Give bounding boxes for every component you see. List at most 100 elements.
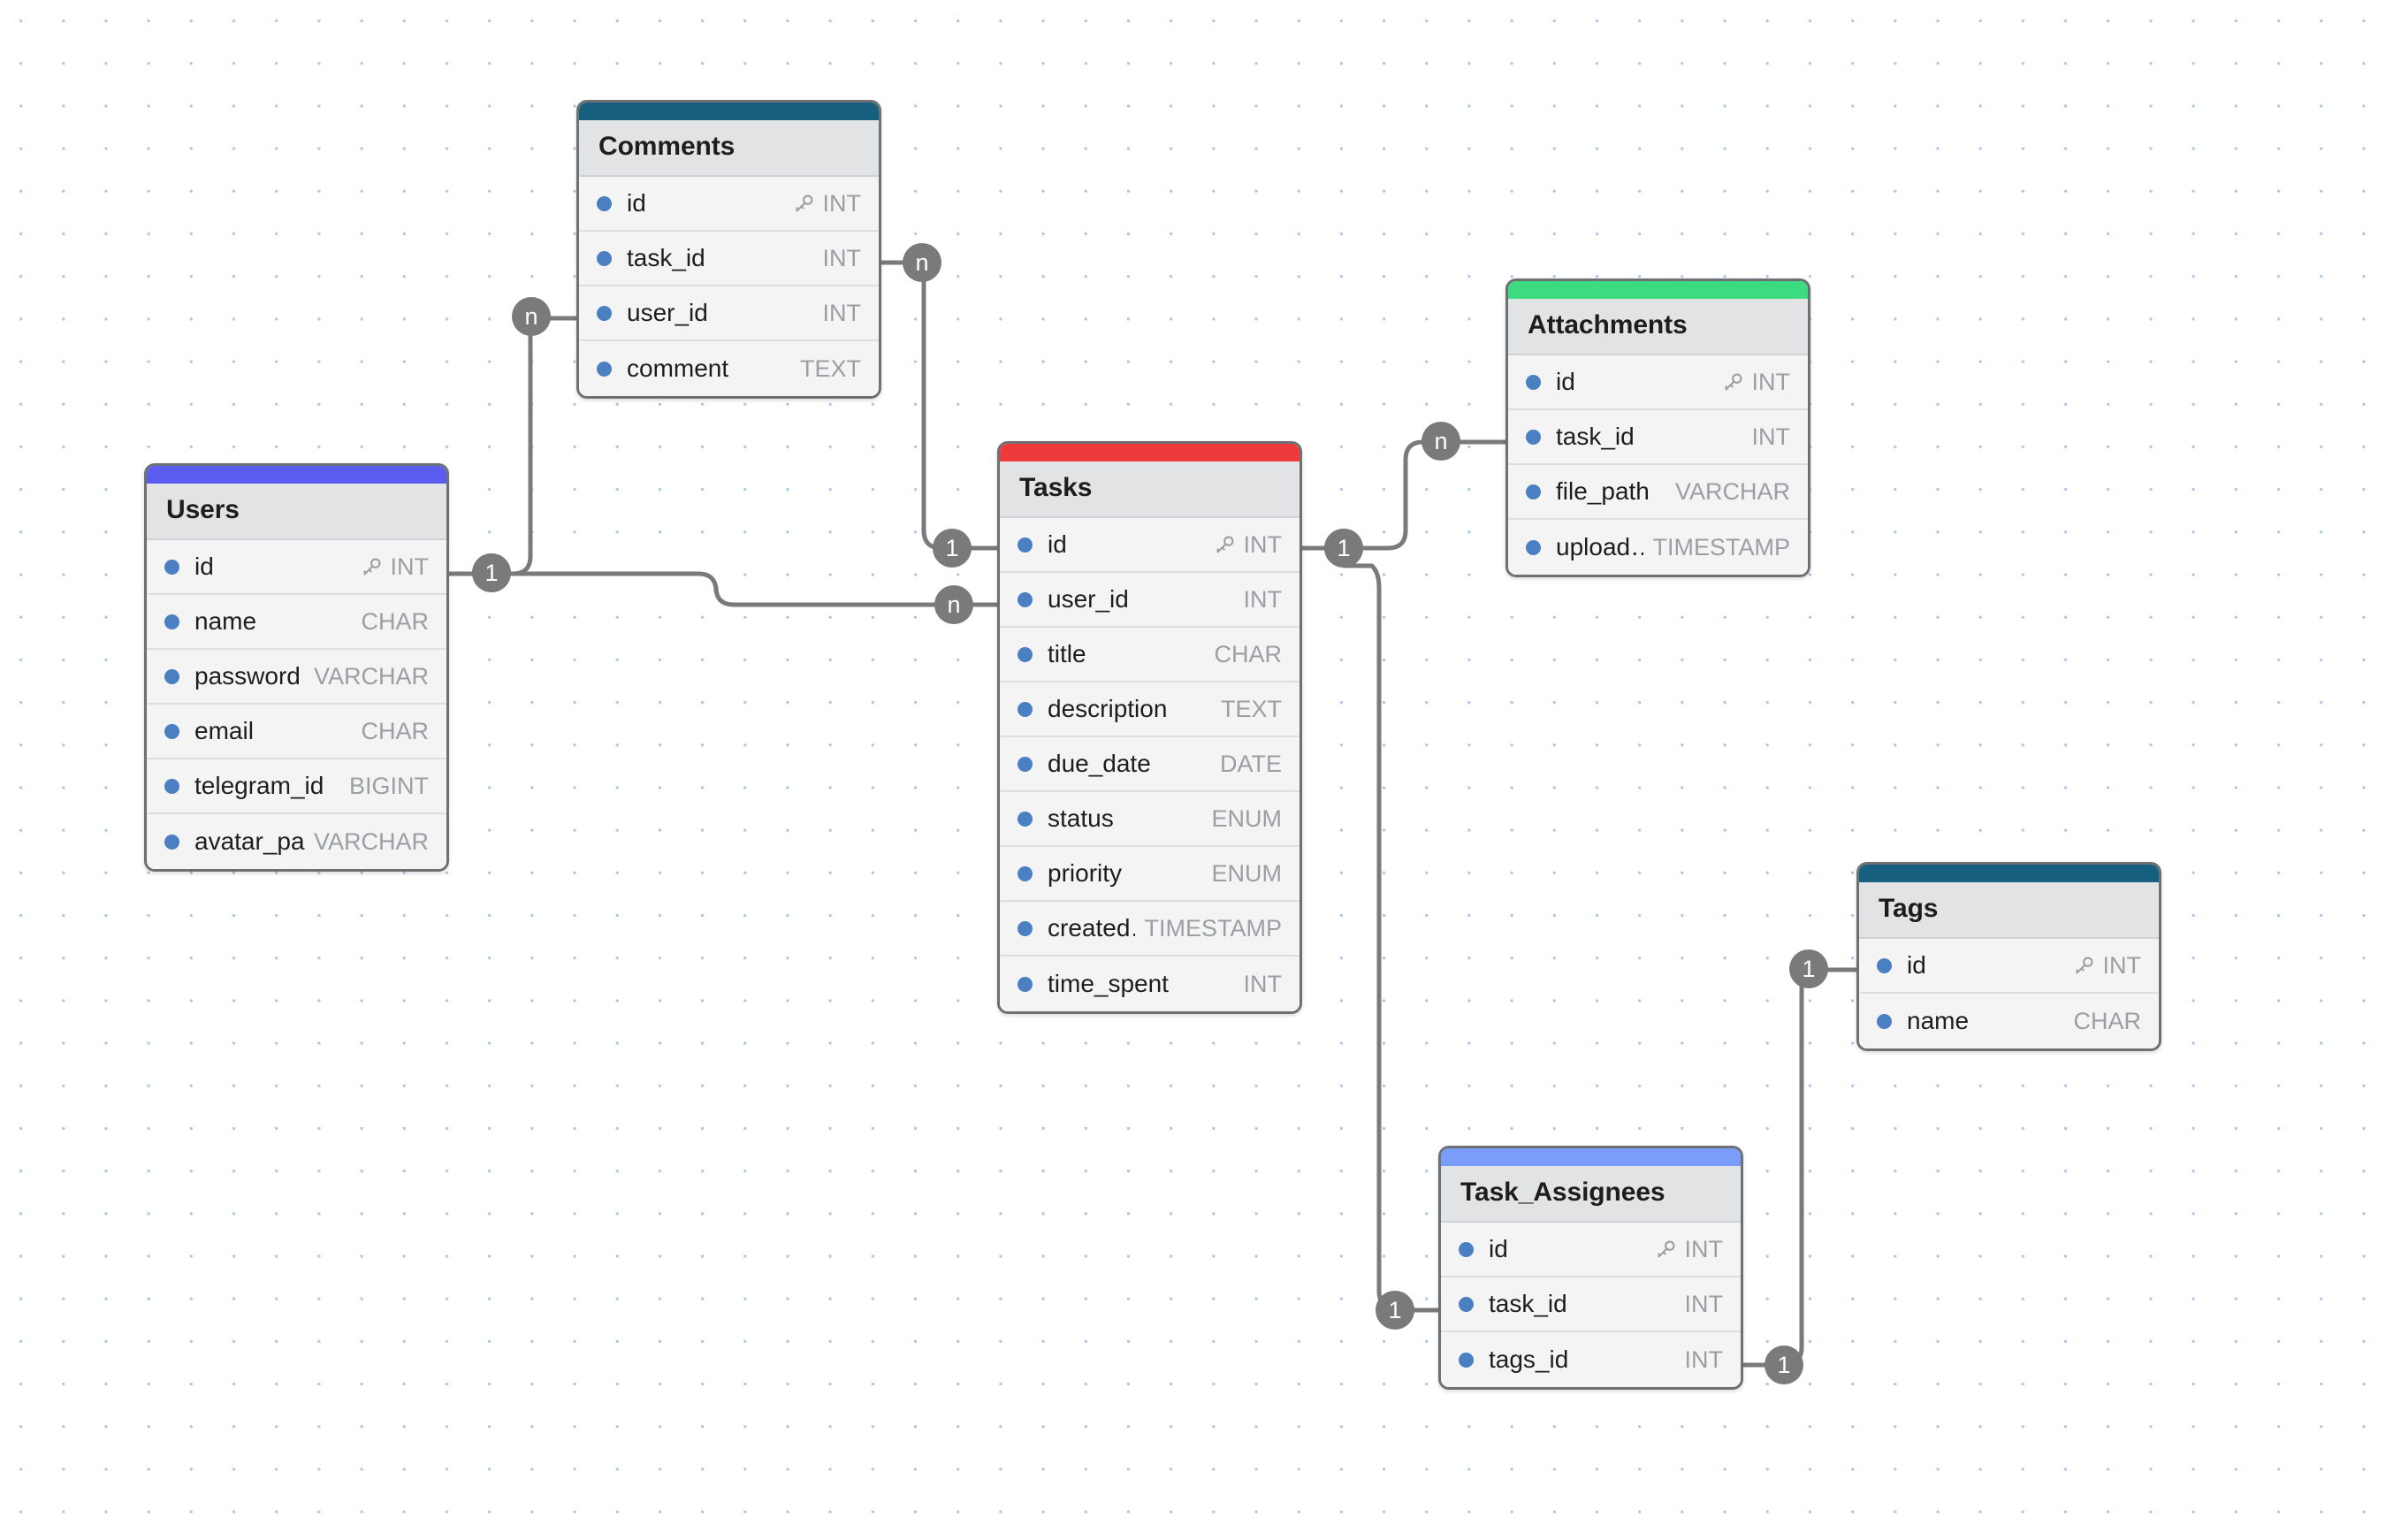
cardinality-badge[interactable]: n	[512, 297, 551, 336]
table-field-row[interactable]: email CHAR	[147, 705, 446, 759]
relationship-edge[interactable]	[1341, 563, 1441, 1313]
cardinality-badge[interactable]: 1	[1789, 949, 1828, 988]
field-type: VARCHAR	[313, 827, 429, 855]
field-name: name	[1907, 1007, 1970, 1034]
field-name: title	[1048, 640, 1086, 667]
cardinality-badge[interactable]: 1	[1324, 529, 1363, 568]
cardinality-badge[interactable]: 1	[933, 529, 972, 568]
field-meta: INT	[1676, 1291, 1724, 1318]
table-title: Task_Assignees	[1441, 1166, 1741, 1223]
field-meta: CHAR	[352, 718, 429, 745]
relationship-edge[interactable]	[446, 571, 1000, 607]
field-type: INT	[822, 244, 862, 271]
field-name: user_id	[1048, 585, 1129, 613]
field-type: CHAR	[2073, 1007, 2141, 1034]
field-bullet-icon	[597, 195, 612, 211]
table-field-row[interactable]: title CHAR	[1000, 628, 1300, 682]
field-meta: TIMESTAMP	[1135, 915, 1282, 942]
field-name: description	[1048, 695, 1168, 722]
table-field-row[interactable]: upload… TIMESTAMP	[1508, 520, 1808, 575]
field-meta: INT	[784, 190, 861, 217]
field-bullet-icon	[1877, 1013, 1892, 1029]
field-meta: INT	[1713, 369, 1790, 396]
relationship-edge[interactable]	[1741, 967, 1859, 1368]
field-meta: VARCHAR	[1666, 478, 1790, 506]
field-name: upload…	[1556, 533, 1643, 560]
field-name: user_id	[627, 299, 708, 326]
table-title: Tags	[1859, 882, 2159, 939]
table-field-row[interactable]: file_path VARCHAR	[1508, 465, 1808, 520]
table-accent-bar	[147, 466, 446, 484]
field-name: email	[194, 717, 254, 744]
field-type: INT	[2102, 951, 2142, 979]
relationship-edge[interactable]	[879, 260, 1000, 551]
field-meta: CHAR	[1205, 641, 1282, 668]
field-type: ENUM	[1211, 804, 1283, 832]
field-name: id	[1489, 1235, 1508, 1262]
field-bullet-icon	[1018, 537, 1033, 553]
field-name: id	[194, 553, 214, 580]
cardinality-badge[interactable]: 1	[472, 553, 511, 592]
field-name: priority	[1048, 859, 1123, 887]
table-accent-bar	[1441, 1148, 1741, 1166]
field-name: due_date	[1048, 750, 1151, 777]
field-meta: INT	[814, 300, 862, 327]
field-bullet-icon	[1526, 374, 1541, 390]
field-type: INT	[1684, 1346, 1724, 1373]
table-field-row[interactable]: avatar_pa…VARCHAR	[147, 814, 446, 869]
table-field-row[interactable]: time_spent INT	[1000, 957, 1300, 1011]
field-type: TIMESTAMP	[1144, 914, 1282, 942]
cardinality-badge[interactable]: n	[934, 585, 973, 624]
field-bullet-icon	[164, 778, 179, 794]
field-type: INT	[1684, 1290, 1724, 1317]
field-type: TIMESTAMP	[1652, 533, 1790, 560]
field-name: comment	[627, 355, 729, 382]
primary-key-icon	[1725, 373, 1742, 391]
field-meta: INT	[1235, 586, 1283, 614]
field-bullet-icon	[1526, 539, 1541, 555]
field-type: INT	[1243, 970, 1283, 997]
cardinality-badge[interactable]: 1	[1376, 1291, 1414, 1330]
table-field-row[interactable]: due_date DATE	[1000, 737, 1300, 792]
field-meta: VARCHAR	[305, 663, 429, 690]
field-meta: VARCHAR	[305, 828, 429, 856]
field-name: id	[627, 189, 646, 217]
cardinality-badge[interactable]: n	[1422, 422, 1460, 461]
field-type: DATE	[1219, 750, 1282, 777]
table-field-row[interactable]: id INT	[579, 177, 879, 232]
cardinality-badge[interactable]: 1	[1765, 1346, 1803, 1384]
table-field-row[interactable]: name CHAR	[1859, 994, 2159, 1048]
field-name: file_path	[1556, 477, 1650, 505]
relationship-edge[interactable]	[446, 316, 579, 576]
table-field-row[interactable]: user_id INT	[579, 286, 879, 341]
table-field-row[interactable]: created…TIMESTAMP	[1000, 902, 1300, 957]
field-bullet-icon	[164, 668, 179, 684]
table-accent-bar	[1000, 444, 1300, 461]
cardinality-badge[interactable]: n	[903, 243, 941, 282]
table-field-row[interactable]: user_id INT	[1000, 573, 1300, 628]
field-name: time_spent	[1048, 970, 1169, 997]
